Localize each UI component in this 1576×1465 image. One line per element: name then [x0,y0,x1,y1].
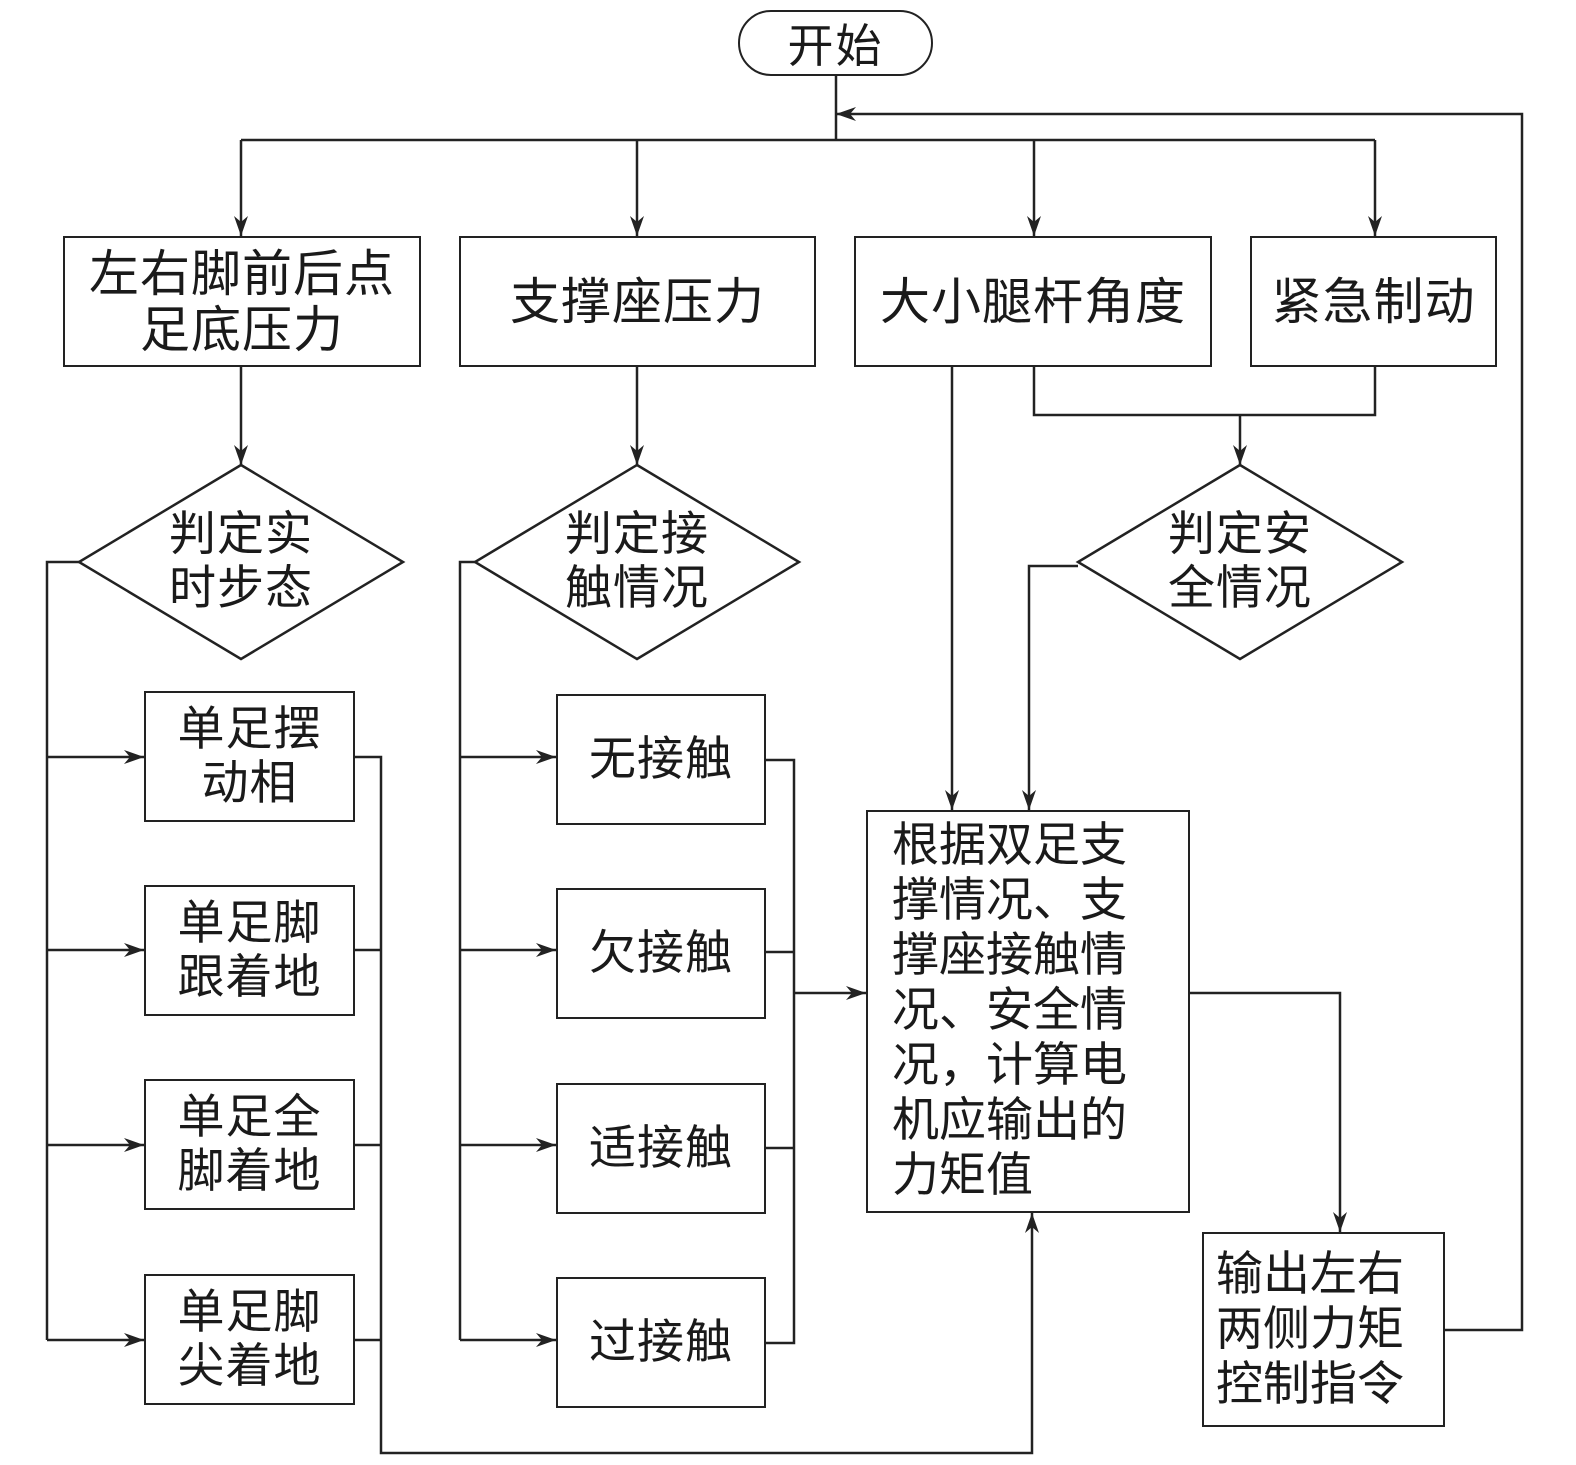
connector-compute-to-output [1190,991,1347,1232]
connector-gait-collector [355,755,1039,1455]
contact-state-box: 过接触 [556,1277,766,1408]
connector-contact-trunk [458,560,475,1340]
input-emergency-brake-label: 紧急制动 [1271,272,1476,331]
contact-state-label: 欠接触 [589,925,733,981]
decision-safety-label: 判定安 全情况 [1168,507,1312,616]
gait-state-label: 单足脚 尖着地 [177,1284,322,1394]
gait-state-label: 单足摆 动相 [177,701,322,811]
gait-state-label: 单足全 脚着地 [177,1089,322,1199]
start-label: 开始 [787,19,884,73]
connector-contact-collector [766,758,796,1345]
decision-gait-label: 判定实 时步态 [169,507,313,616]
gait-state-box: 单足摆 动相 [144,691,355,822]
contact-state-label: 无接触 [589,731,733,787]
input-seat-pressure-box: 支撑座压力 [459,236,816,367]
decision-gait: 判定实 时步态 [121,502,361,622]
decision-gait-shape [76,463,406,661]
contact-state-box: 适接触 [556,1083,766,1214]
gait-state-box: 单足脚 跟着地 [144,885,355,1016]
decision-safety: 判定安 全情况 [1120,502,1360,622]
gait-state-box: 单足脚 尖着地 [144,1274,355,1405]
decision-contact: 判定接 触情况 [517,502,757,622]
contact-state-label: 适接触 [589,1120,733,1176]
connector-angle-brake-join [1032,367,1377,417]
start-terminal: 开始 [738,10,933,76]
connector-safety-to-compute [1022,564,1078,810]
input-foot-pressure-box: 左右脚前后点 足底压力 [63,236,421,367]
contact-state-box: 无接触 [556,694,766,825]
contact-state-label: 过接触 [589,1314,733,1370]
compute-torque-box: 根据双足支 撑情况、支 撑座接触情 况、安全情 况，计算电 机应输出的 力矩值 [866,810,1190,1213]
input-seat-pressure-label: 支撑座压力 [510,272,765,331]
input-leg-angle-label: 大小腿杆角度 [880,272,1186,331]
contact-state-box: 欠接触 [556,888,766,1019]
output-command-box: 输出左右 两侧力矩 控制指令 [1202,1232,1445,1427]
input-emergency-brake-box: 紧急制动 [1250,236,1497,367]
connector-gait-trunk [45,560,79,1340]
gait-state-label: 单足脚 跟着地 [177,895,322,1005]
decision-contact-shape [472,463,802,661]
input-leg-angle-box: 大小腿杆角度 [854,236,1212,367]
output-command-label: 输出左右 两侧力矩 控制指令 [1216,1247,1404,1412]
connector-feedback-loop [836,107,1524,1332]
compute-torque-label: 根据双足支 撑情况、支 撑座接触情 况、安全情 况，计算电 机应输出的 力矩值 [892,818,1127,1203]
decision-safety-shape [1075,463,1405,661]
input-foot-pressure-label: 左右脚前后点 足底压力 [89,244,395,359]
gait-state-box: 单足全 脚着地 [144,1079,355,1210]
decision-contact-label: 判定接 触情况 [565,507,709,616]
